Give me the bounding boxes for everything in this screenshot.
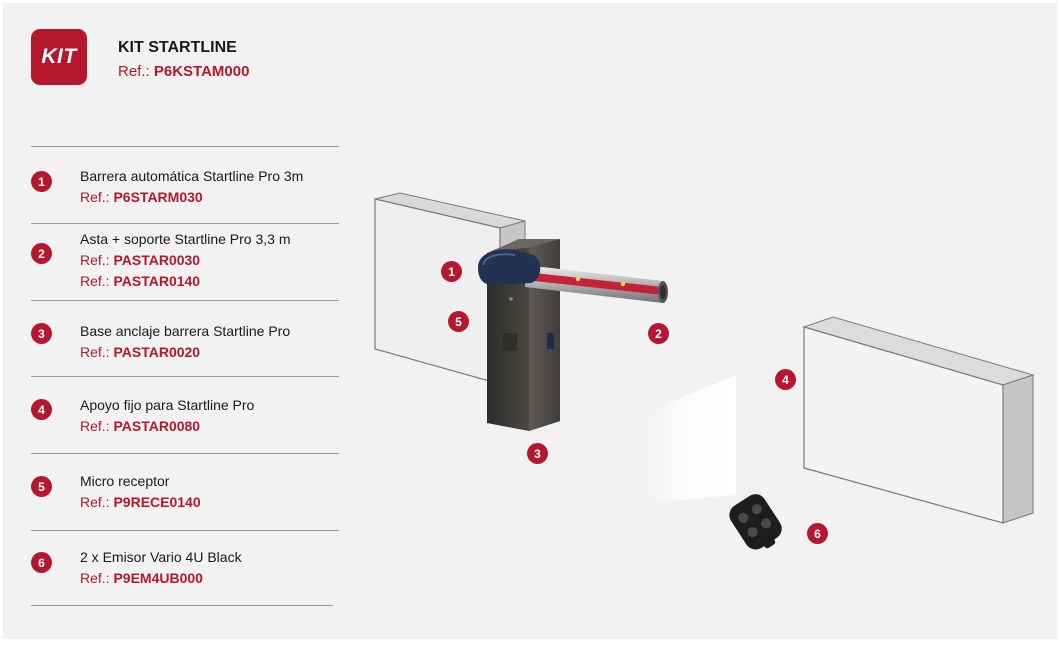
item-ref: Ref.: P9RECE0140 [80,492,201,513]
divider [31,530,339,531]
item-ref: Ref.: PASTAR0140 [80,271,291,292]
item-name: Micro receptor [80,473,170,489]
item-number: 6 [31,552,52,573]
divider [31,146,339,147]
boom-arm [525,265,668,303]
item-text: Apoyo fijo para Startline Pro Ref.: PAST… [80,395,254,437]
kit-badge-label: KIT [41,45,77,68]
receiver-window [547,333,554,349]
kit-ref-code: P6KSTAM000 [153,63,250,80]
item-ref-code: P9RECE0140 [113,494,201,510]
item-ref-label: Ref.: [80,494,110,510]
divider [31,605,333,606]
product-sheet: KIT KIT STARTLINE Ref.: P6KSTAM000 1 Bar… [3,3,1057,639]
item-name: Base anclaje barrera Startline Pro [80,323,291,339]
component-list: 1 Barrera automática Startline Pro 3m Re… [31,146,339,606]
item-ref-code: PASTAR0140 [113,273,201,289]
callout-4: 4 [775,369,796,390]
list-item: 3 Base anclaje barrera Startline Pro Ref… [31,301,339,376]
callout-5: 5 [448,311,469,332]
item-ref-label: Ref.: [80,252,110,268]
item-ref-code: PASTAR0080 [113,418,201,434]
item-text: Micro receptor Ref.: P9RECE0140 [80,471,201,513]
callout-2: 2 [648,323,669,344]
item-ref: Ref.: PASTAR0020 [80,342,290,363]
item-ref: Ref.: P9EM4UB000 [80,568,242,589]
item-ref-code: PASTAR0030 [113,252,201,268]
support-block [802,316,1035,524]
callout-6: 6 [807,523,828,544]
kit-badge: KIT [31,29,87,85]
item-ref: Ref.: PASTAR0030 [80,250,291,271]
item-name: Barrera automática Startline Pro 3m [80,168,304,184]
item-ref: Ref.: PASTAR0080 [80,416,254,437]
item-ref-label: Ref.: [80,189,110,205]
motor-head [478,249,541,285]
list-item: 4 Apoyo fijo para Startline Pro Ref.: PA… [31,377,339,453]
callout-3: 3 [527,443,548,464]
kit-ref-label: Ref.: [118,63,150,80]
divider [31,300,339,301]
item-ref: Ref.: P6STARM030 [80,187,303,208]
list-item: 2 Asta + soporte Startline Pro 3,3 m Ref… [31,224,339,300]
item-ref-code: P9EM4UB000 [113,570,203,586]
item-text: Barrera automática Startline Pro 3m Ref.… [80,166,303,208]
item-name: 2 x Emisor Vario 4U Black [80,549,242,565]
item-number: 2 [31,243,52,264]
item-ref-label: Ref.: [80,273,110,289]
item-number: 4 [31,399,52,420]
list-item: 1 Barrera automática Startline Pro 3m Re… [31,147,339,223]
item-text: 2 x Emisor Vario 4U Black Ref.: P9EM4UB0… [80,547,242,589]
divider [31,376,339,377]
list-item: 6 2 x Emisor Vario 4U Black Ref.: P9EM4U… [31,531,339,605]
item-ref-label: Ref.: [80,570,110,586]
item-name: Asta + soporte Startline Pro 3,3 m [80,231,291,247]
item-ref-label: Ref.: [80,344,110,360]
item-ref-code: P6STARM030 [113,189,203,205]
item-ref-label: Ref.: [80,418,110,434]
item-number: 3 [31,323,52,344]
remote-transmitter [729,494,782,550]
kit-illustration [374,192,1035,550]
item-text: Asta + soporte Startline Pro 3,3 m Ref.:… [80,229,291,292]
beam-light [621,375,736,505]
callout-1: 1 [441,261,462,282]
item-text: Base anclaje barrera Startline Pro Ref.:… [80,321,290,363]
item-name: Apoyo fijo para Startline Pro [80,397,255,413]
list-item: 5 Micro receptor Ref.: P9RECE0140 [31,454,339,530]
item-ref-code: PASTAR0020 [113,344,201,360]
divider [31,223,339,224]
item-number: 1 [31,171,52,192]
divider [31,453,339,454]
item-number: 5 [31,476,52,497]
kit-ref: Ref.: P6KSTAM000 [118,63,249,80]
kit-title: KIT STARTLINE [118,39,237,56]
